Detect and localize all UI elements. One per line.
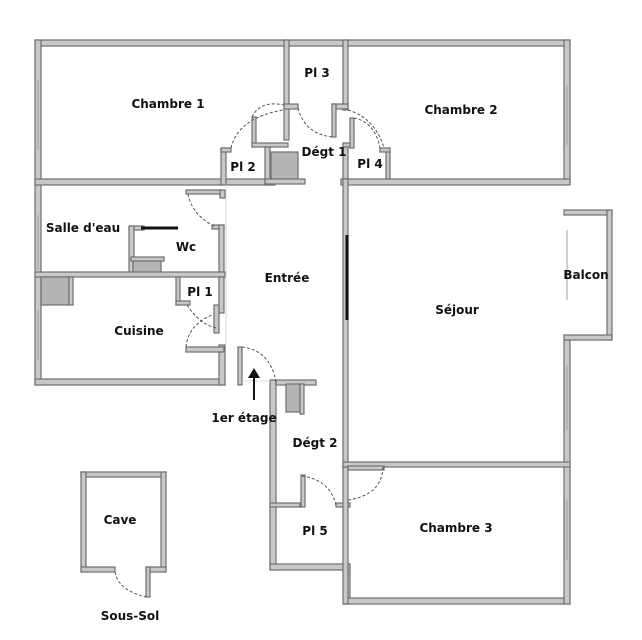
- room-label-cave: Cave: [103, 513, 137, 527]
- room-label-balcon: Balcon: [563, 268, 609, 282]
- room-label-pl-5: Pl 5: [302, 524, 328, 538]
- balcony: [563, 209, 613, 341]
- entrance-arrow-icon: [248, 368, 260, 400]
- room-label-degt-2: Dégt 2: [292, 436, 338, 450]
- room-label-chambre-3: Chambre 3: [419, 521, 493, 535]
- cave-plan: [80, 471, 167, 598]
- room-label-cuisine: Cuisine: [114, 324, 164, 338]
- room-label-pl-3: Pl 3: [304, 66, 330, 80]
- doors: [185, 103, 385, 506]
- windows: [37, 80, 568, 560]
- room-label-pl-1: Pl 1: [187, 285, 213, 299]
- room-label-pl-2: Pl 2: [230, 160, 256, 174]
- room-label-chambre-2: Chambre 2: [424, 103, 498, 117]
- room-label-pl-4: Pl 4: [357, 157, 383, 171]
- room-label-salle-d-eau: Salle d'eau: [45, 221, 121, 235]
- basement-label: Sous-Sol: [100, 609, 160, 623]
- room-label-entree: Entrée: [264, 271, 310, 285]
- interior-walls: [34, 39, 571, 605]
- room-label-degt-1: Dégt 1: [301, 145, 347, 159]
- entrance-label: 1er étage: [211, 411, 277, 425]
- room-label-sejour: Séjour: [435, 303, 479, 317]
- room-label-chambre-1: Chambre 1: [131, 97, 205, 111]
- room-label-wc: Wc: [175, 240, 197, 254]
